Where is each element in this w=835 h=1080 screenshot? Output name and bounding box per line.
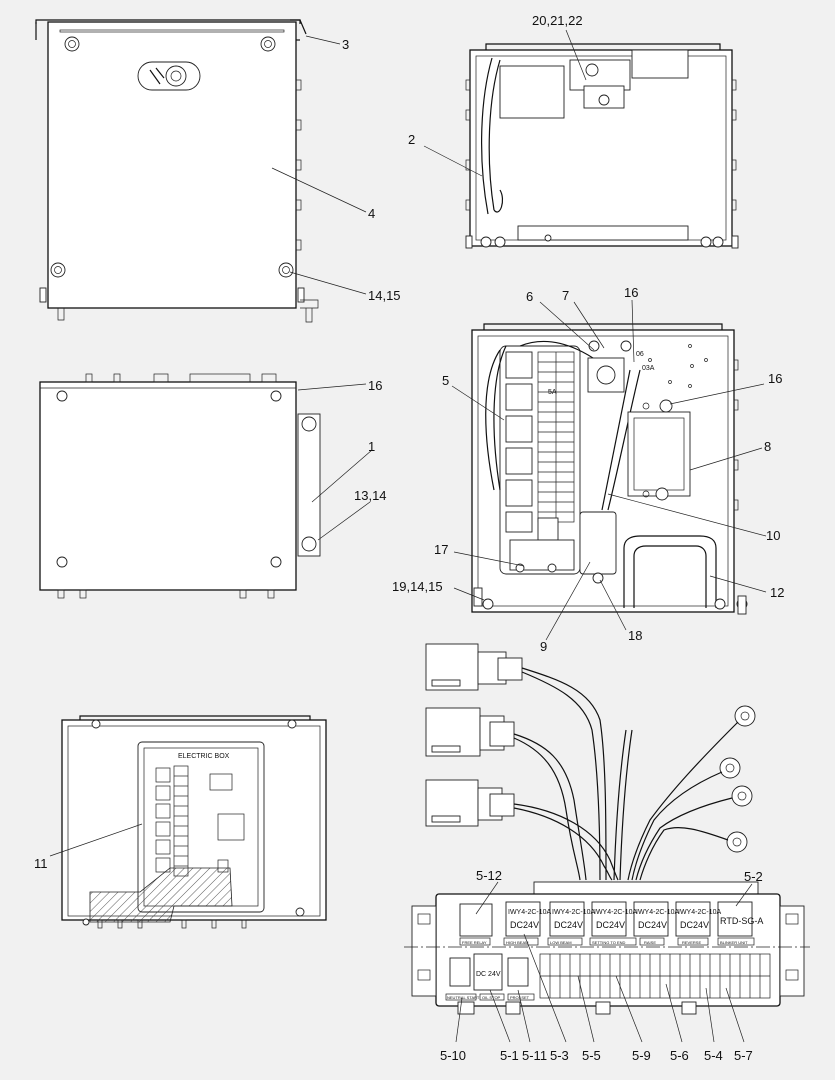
relay-4-voltage: DC24V bbox=[638, 920, 667, 930]
callout-11: 11 bbox=[34, 856, 48, 871]
blinker-unit-label: RTD-SG-A bbox=[720, 916, 763, 926]
callout-5-6: 5-6 bbox=[670, 1048, 689, 1063]
strip-label-3: LOW BEAM bbox=[550, 940, 572, 945]
callout-5-1: 5-1 bbox=[500, 1048, 519, 1063]
strip-label-9: OIL STOP bbox=[482, 995, 501, 1000]
callout-20-21-22: 20,21,22 bbox=[532, 13, 583, 28]
wire-label-5a: 5A bbox=[548, 389, 557, 396]
dc24v-small-label: DC 24V bbox=[476, 971, 501, 978]
screw-icon bbox=[480, 234, 724, 248]
relay-1-spec: IWY4-2C-10A bbox=[508, 909, 552, 916]
callout-3: 3 bbox=[342, 37, 349, 52]
interior-view-main: 5A 03A 06 bbox=[471, 323, 748, 615]
wire-label-06: 06 bbox=[636, 351, 644, 358]
callout-5-2: 5-2 bbox=[744, 869, 763, 884]
connector-icon bbox=[425, 643, 523, 691]
callout-5-12: 5-12 bbox=[476, 868, 502, 883]
relay-3-spec: IWY4-2C-10A bbox=[594, 909, 638, 916]
relay-3-voltage: DC24V bbox=[596, 920, 625, 930]
harness-detail-view: IWY4-2C-10A DC24V IWY4-2C-10A DC24V IWY4… bbox=[404, 643, 810, 1015]
callout-1: 1 bbox=[368, 439, 375, 454]
callout-17: 17 bbox=[434, 542, 448, 557]
callout-5: 5 bbox=[442, 373, 449, 388]
callout-16-a: 16 bbox=[368, 378, 382, 393]
connector-icon bbox=[425, 779, 515, 827]
strip-label-4: SETTING TO END bbox=[592, 940, 626, 945]
lock-icon bbox=[137, 61, 201, 91]
callout-5-7: 5-7 bbox=[734, 1048, 753, 1063]
interior-view-top bbox=[465, 43, 739, 249]
callout-18: 18 bbox=[628, 628, 642, 643]
callouts: 3 4 14,15 20,21,22 2 16 1 13,14 6 7 16 5… bbox=[34, 13, 784, 1063]
wire-label-03a: 03A bbox=[642, 365, 655, 372]
callout-5-5: 5-5 bbox=[582, 1048, 601, 1063]
callout-16-b: 16 bbox=[624, 285, 638, 300]
callout-16-c: 16 bbox=[768, 371, 782, 386]
connector-icon bbox=[425, 707, 515, 757]
callout-13-14: 13,14 bbox=[354, 488, 387, 503]
electric-box-view: ELECTRIC BOX bbox=[61, 715, 327, 929]
callout-9: 9 bbox=[540, 639, 547, 654]
callout-5-10: 5-10 bbox=[440, 1048, 466, 1063]
callout-10: 10 bbox=[766, 528, 780, 543]
callout-5-3: 5-3 bbox=[550, 1048, 569, 1063]
callout-7: 7 bbox=[562, 288, 569, 303]
electric-box-label: ELECTRIC BOX bbox=[178, 753, 230, 760]
relay-1-voltage: DC24V bbox=[510, 920, 539, 930]
callout-6: 6 bbox=[526, 289, 533, 304]
relay-5-spec: IWY4-2C-10A bbox=[678, 909, 722, 916]
strip-label-5: RAISE bbox=[644, 940, 656, 945]
callout-12: 12 bbox=[770, 585, 784, 600]
screw-icon bbox=[50, 36, 294, 278]
callout-4: 4 bbox=[368, 206, 375, 221]
strip-label-1: FREE RELAY bbox=[462, 940, 487, 945]
callout-19-14-15: 19,14,15 bbox=[392, 579, 443, 594]
callout-5-4: 5-4 bbox=[704, 1048, 723, 1063]
leader-lines bbox=[49, 29, 767, 1043]
side-view bbox=[39, 373, 321, 599]
strip-label-2: HIGH BEAM bbox=[506, 940, 528, 945]
front-cover-view bbox=[35, 19, 319, 323]
ring-terminal-icon bbox=[719, 705, 756, 853]
callout-14-15-a: 14,15 bbox=[368, 288, 401, 303]
relay-5-voltage: DC24V bbox=[680, 920, 709, 930]
relay-2-spec: IWY4-2C-10A bbox=[552, 909, 596, 916]
callout-5-9: 5-9 bbox=[632, 1048, 651, 1063]
screw-icon bbox=[56, 390, 317, 568]
strip-label-6: REVERSE bbox=[682, 940, 701, 945]
strip-label-7: BLINKER UNIT bbox=[720, 940, 748, 945]
fuse-row bbox=[539, 953, 771, 999]
callout-5-11: 5-11 bbox=[522, 1048, 547, 1063]
screw-icon bbox=[82, 719, 305, 926]
strip-label-8: NEUTRAL START bbox=[447, 995, 480, 1000]
callout-8: 8 bbox=[764, 439, 771, 454]
relay-2-voltage: DC24V bbox=[554, 920, 583, 930]
relay-4-spec: IWY4-2C-10A bbox=[636, 909, 680, 916]
callout-2: 2 bbox=[408, 132, 415, 147]
